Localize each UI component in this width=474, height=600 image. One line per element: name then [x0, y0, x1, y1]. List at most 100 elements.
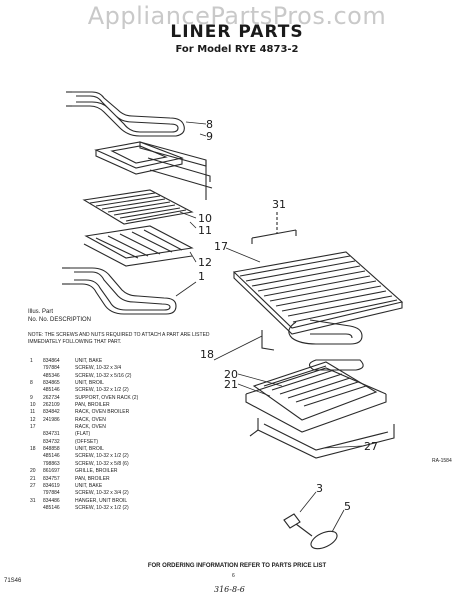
bake-unit-lower — [62, 267, 177, 315]
handwritten-note: 316-8-6 — [214, 585, 245, 594]
row-illus-no — [30, 490, 43, 497]
row-illus-no — [30, 365, 43, 372]
bake-unit-bottom — [249, 418, 395, 459]
row-description: RACK, OVEN BROILER — [75, 409, 130, 416]
row-part-no: 241986 — [43, 416, 60, 423]
broiler-pan-upper — [94, 141, 184, 175]
table-row: 485146 SCREW, 10-32 x 1/2 (2) — [30, 505, 230, 512]
row-part-no: 834486 — [43, 497, 60, 504]
callout-31: 31 — [272, 198, 286, 211]
ordering-info: FOR ORDERING INFORMATION REFER TO PARTS … — [147, 563, 327, 569]
model-subtitle: For Model RYE 4873-2 — [175, 44, 299, 55]
row-description: SUPPORT, OVEN RACK (2) — [75, 394, 139, 401]
callout-18: 18 — [200, 348, 214, 361]
page-number: 6 — [232, 573, 235, 579]
table-row: 797884 SCREW, 10-32 x 3/4 (2) — [30, 490, 230, 497]
broil-unit-right — [261, 319, 364, 371]
row-illus-no — [30, 387, 43, 394]
row-part-no: 834619 — [43, 482, 60, 489]
oven-broiler-rack — [82, 189, 194, 225]
row-description: UNIT, BAKE — [75, 482, 103, 489]
row-description: UNIT, BAKE — [75, 358, 103, 364]
callout-27: 27 — [364, 440, 378, 453]
table-row: 17 RACK, OVEN — [30, 424, 230, 431]
row-part-no: 262734 — [43, 394, 60, 401]
row-description: HANGER, UNIT BROIL — [75, 497, 128, 504]
row-illus-no: 9 — [30, 394, 33, 401]
row-description: SCREW, 10-32 x 1/2 (2) — [75, 387, 129, 394]
parts-note: NOTE: THE SCREWS AND NUTS REQUIRED TO AT… — [28, 332, 210, 345]
row-illus-no: 21 — [30, 475, 36, 482]
row-description: GRILLE, BROILER — [75, 468, 118, 475]
watermark: AppliancePartsPros.com — [87, 2, 387, 30]
row-description: UNIT, BROIL — [75, 446, 104, 453]
broiler-grille-and-pan — [245, 361, 387, 433]
callout-17: 17 — [214, 240, 228, 253]
callout-10: 10 — [198, 212, 212, 225]
callout-20: 20 — [224, 368, 238, 381]
callout-3: 3 — [316, 482, 323, 495]
table-row: 27 834619 UNIT, BAKE — [30, 483, 230, 490]
row-description: SCREW, 10-32 x 5/16 (2) — [75, 372, 132, 379]
page-title: LINER PARTS — [170, 22, 304, 42]
table-row: 9 262734 SUPPORT, OVEN RACK (2) — [30, 395, 230, 402]
row-part-no: 834865 — [43, 380, 60, 387]
row-part-no: 834731 — [43, 431, 60, 438]
table-row: 11 834842 RACK, OVEN BROILER — [30, 409, 230, 416]
callout-21: 21 — [224, 378, 238, 391]
doc-code: 71S46 — [4, 578, 22, 584]
row-description: (FLAT) — [75, 431, 91, 438]
header-line-2: No. No. DESCRIPTION — [28, 317, 92, 323]
row-illus-no: 27 — [30, 482, 36, 489]
row-part-no — [43, 424, 75, 431]
callout-8: 8 — [206, 118, 213, 131]
row-part-no: 797884 — [43, 365, 60, 372]
parts-table-header: Illus. Part No. No. DESCRIPTION — [28, 308, 91, 324]
callout-9: 9 — [206, 130, 213, 143]
row-illus-no: 12 — [30, 416, 36, 423]
row-illus-no — [30, 453, 43, 460]
row-description: SCREW, 10-32 x 1/2 (2) — [75, 504, 129, 511]
table-row: 31 834486 HANGER, UNIT BROIL — [30, 498, 230, 505]
row-illus-no: 31 — [30, 497, 36, 504]
row-illus-no — [30, 461, 43, 468]
row-part-no: 834842 — [43, 409, 60, 416]
row-description: PAN, BROILER — [75, 475, 110, 482]
row-illus-no: 17 — [30, 424, 36, 431]
row-part-no: 485146 — [43, 453, 60, 460]
row-part-no: 485146 — [43, 504, 60, 511]
table-row: 485146 SCREW, 10-32 x 1/2 (2) — [30, 387, 230, 394]
row-illus-no — [30, 373, 43, 380]
oven-rack-17 — [232, 251, 404, 335]
leader-lines — [175, 121, 363, 533]
oven-rack-12 — [83, 225, 194, 267]
row-part-no: 797884 — [43, 490, 60, 497]
row-description: SCREW, 10-32 x 3/4 (2) — [75, 490, 129, 497]
callout-12: 12 — [198, 256, 212, 269]
reference-code: RA-1584 — [432, 458, 452, 464]
callout-11: 11 — [198, 224, 212, 237]
row-illus-no: 20 — [30, 468, 36, 475]
callout-5: 5 — [344, 500, 351, 513]
callout-1: 1 — [198, 270, 205, 283]
row-illus-no: 18 — [30, 446, 36, 453]
row-part-no: 485346 — [43, 372, 60, 379]
row-part-no: 485146 — [43, 387, 60, 394]
row-illus-no — [30, 431, 43, 438]
row-description: UNIT, BROIL — [75, 380, 104, 387]
row-description: RACK, OVEN — [75, 424, 106, 431]
row-part-no: 848858 — [43, 446, 60, 453]
row-illus-no: 11 — [30, 409, 36, 416]
table-row: 834732(OFFSET) — [30, 439, 230, 446]
table-row: 834731 (FLAT) — [30, 431, 230, 438]
